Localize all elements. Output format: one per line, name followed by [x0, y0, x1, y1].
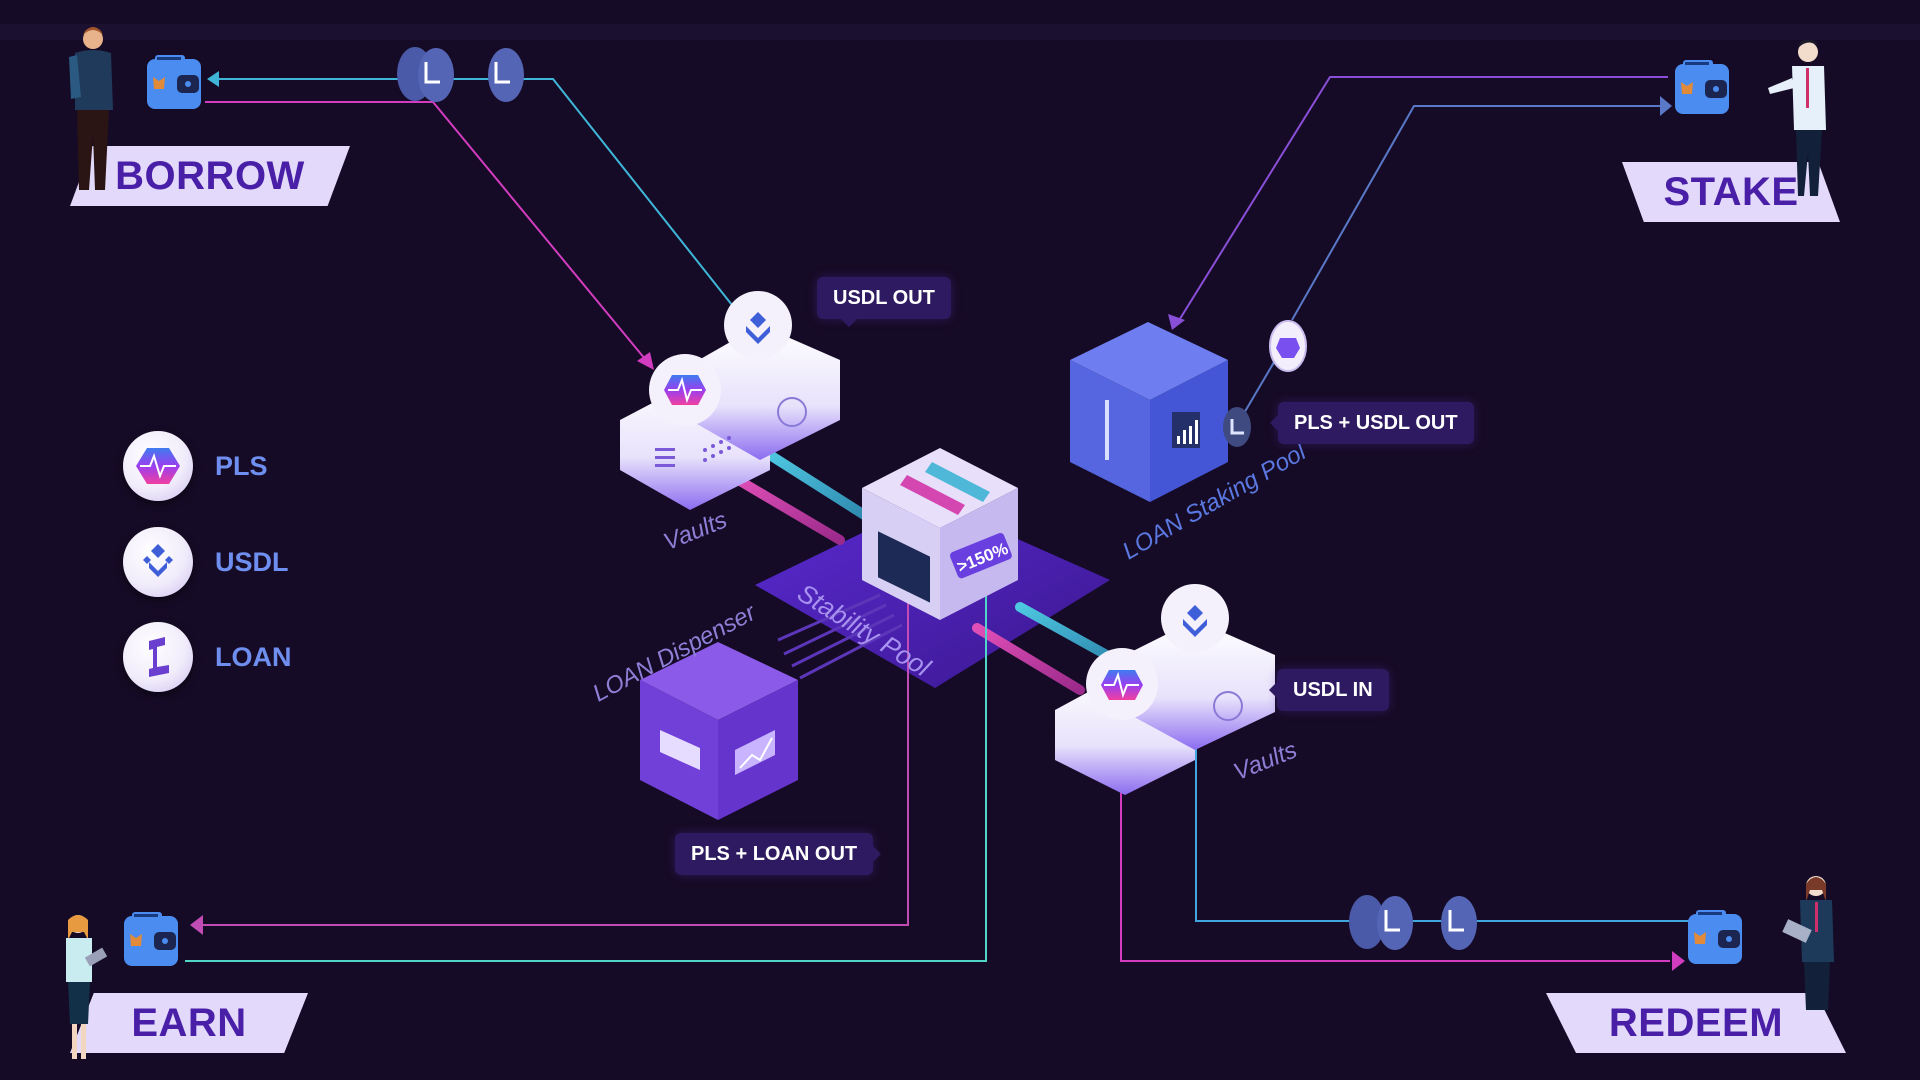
earn-arrowhead [190, 915, 203, 935]
redeem-arrowhead [1672, 951, 1685, 971]
earn-usdl-line [185, 525, 987, 962]
dispenser-cables [777, 593, 903, 680]
legend-label-usdl: USDL [215, 546, 289, 577]
top-band [0, 24, 1920, 40]
loan-dispenser-cube [640, 642, 798, 820]
pls-pulse-icon [123, 431, 193, 501]
pipe-usdl-top [765, 450, 885, 530]
legend-label-pls: PLS [215, 450, 268, 481]
pls-usdl-out-text: PLS + USDL OUT [1294, 411, 1458, 434]
earner-person-icon [66, 915, 108, 1059]
redeem-loan-coins [1349, 895, 1477, 950]
usdl-in-tag: USDL IN [1269, 669, 1389, 711]
borrower-person-icon [69, 27, 113, 190]
earn-pls-line [203, 500, 909, 926]
legend-label-loan: LOAN [215, 641, 292, 672]
stake-label: STAKE [1663, 169, 1799, 214]
borrow-wallet-icon [147, 55, 201, 109]
borrow-usdl-line [212, 78, 733, 306]
borrow-pls-line [205, 101, 651, 366]
loan-z-icon [123, 622, 193, 692]
pls-loan-out-tag: PLS + LOAN OUT [675, 833, 882, 875]
stake-return-line [1291, 105, 1660, 321]
vaults-bottom-illustration [1055, 584, 1275, 795]
stability-pool-box: >150% [862, 448, 1018, 620]
earn-banner: EARN [70, 993, 308, 1053]
usdl-in-text: USDL IN [1293, 678, 1373, 701]
borrow-arrowhead [207, 71, 219, 87]
earn-label: EARN [131, 1000, 247, 1045]
borrow-pls-arrowhead [637, 352, 654, 370]
pls-usdl-out-tag: PLS + USDL OUT [1270, 402, 1474, 444]
redeemer-person-icon [1782, 876, 1834, 1010]
stake-loan-line [1177, 76, 1668, 323]
pipe-pls-top [730, 473, 845, 545]
legend-item-loan: LOAN [123, 622, 292, 692]
stake-return-arrowhead [1660, 96, 1672, 116]
loan-staking-pool-cube [1070, 322, 1228, 502]
borrow-label: BORROW [115, 153, 305, 198]
pls-loan-out-text: PLS + LOAN OUT [691, 842, 858, 865]
borrow-loan-coins [397, 47, 524, 102]
staker-person-icon [1768, 39, 1826, 196]
earn-wallet-icon [124, 912, 178, 966]
usdl-out-text: USDL OUT [833, 286, 935, 309]
legend-item-usdl: USDL [123, 527, 289, 597]
pipe-pls-bottom [972, 623, 1085, 695]
redeem-wallet-icon [1688, 910, 1742, 964]
redeem-banner: REDEEM [1546, 993, 1846, 1053]
usdl-diamond-icon [123, 527, 193, 597]
usdl-out-tag: USDL OUT [817, 277, 951, 327]
staking-pls-coin [1269, 320, 1307, 372]
staking-loan-coin [1223, 407, 1251, 447]
stake-arrowhead [1168, 314, 1185, 330]
legend-item-pls: PLS [123, 431, 268, 501]
borrow-banner: BORROW [70, 146, 350, 206]
stake-wallet-icon [1675, 60, 1729, 114]
vaults-top-illustration [620, 291, 840, 510]
redeem-label: REDEEM [1608, 1000, 1784, 1045]
